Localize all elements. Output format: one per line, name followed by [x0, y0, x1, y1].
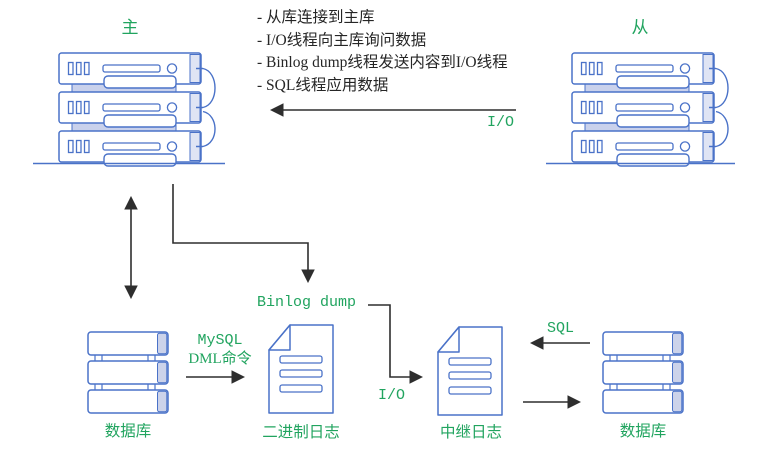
- master-server-icon: [33, 52, 225, 167]
- database-right-label: 数据库: [619, 423, 667, 440]
- binlog-dump-elbow-arrow: [172, 184, 315, 284]
- master-label: 主: [121, 18, 139, 37]
- note-line-4: - SQL线程应用数据: [257, 77, 389, 94]
- slave-label: 从: [631, 18, 649, 37]
- mysql-dml-line2: DML命令: [188, 351, 252, 367]
- database-left-label: 数据库: [104, 423, 152, 440]
- sql-label: SQL: [547, 320, 575, 337]
- slave-cables: [715, 67, 729, 148]
- io-elbow-arrow: [368, 304, 424, 384]
- relay-log-icon: [437, 326, 503, 416]
- note-line-2: - I/O线程向主库询问数据: [257, 32, 427, 49]
- mysql-dml-label: MySQL DML命令: [178, 332, 262, 368]
- binary-log-label: 二进制日志: [262, 424, 340, 441]
- binlog-dump-label: Binlog dump: [257, 294, 357, 311]
- note-line-1: - 从库连接到主库: [257, 9, 375, 26]
- mysql-dml-line1: MySQL: [197, 332, 243, 349]
- binary-log-icon: [268, 324, 334, 414]
- io-top-label: I/O: [487, 114, 515, 131]
- database-right-icon: [602, 331, 684, 414]
- relay-log-label: 中继日志: [439, 424, 502, 441]
- database-left-icon: [87, 331, 169, 414]
- slave-server-icon: [546, 52, 735, 167]
- note-line-3: - Binlog dump线程发送内容到I/O线程: [257, 54, 508, 71]
- master-cables: [202, 67, 216, 148]
- io-bottom-label: I/O: [378, 387, 406, 404]
